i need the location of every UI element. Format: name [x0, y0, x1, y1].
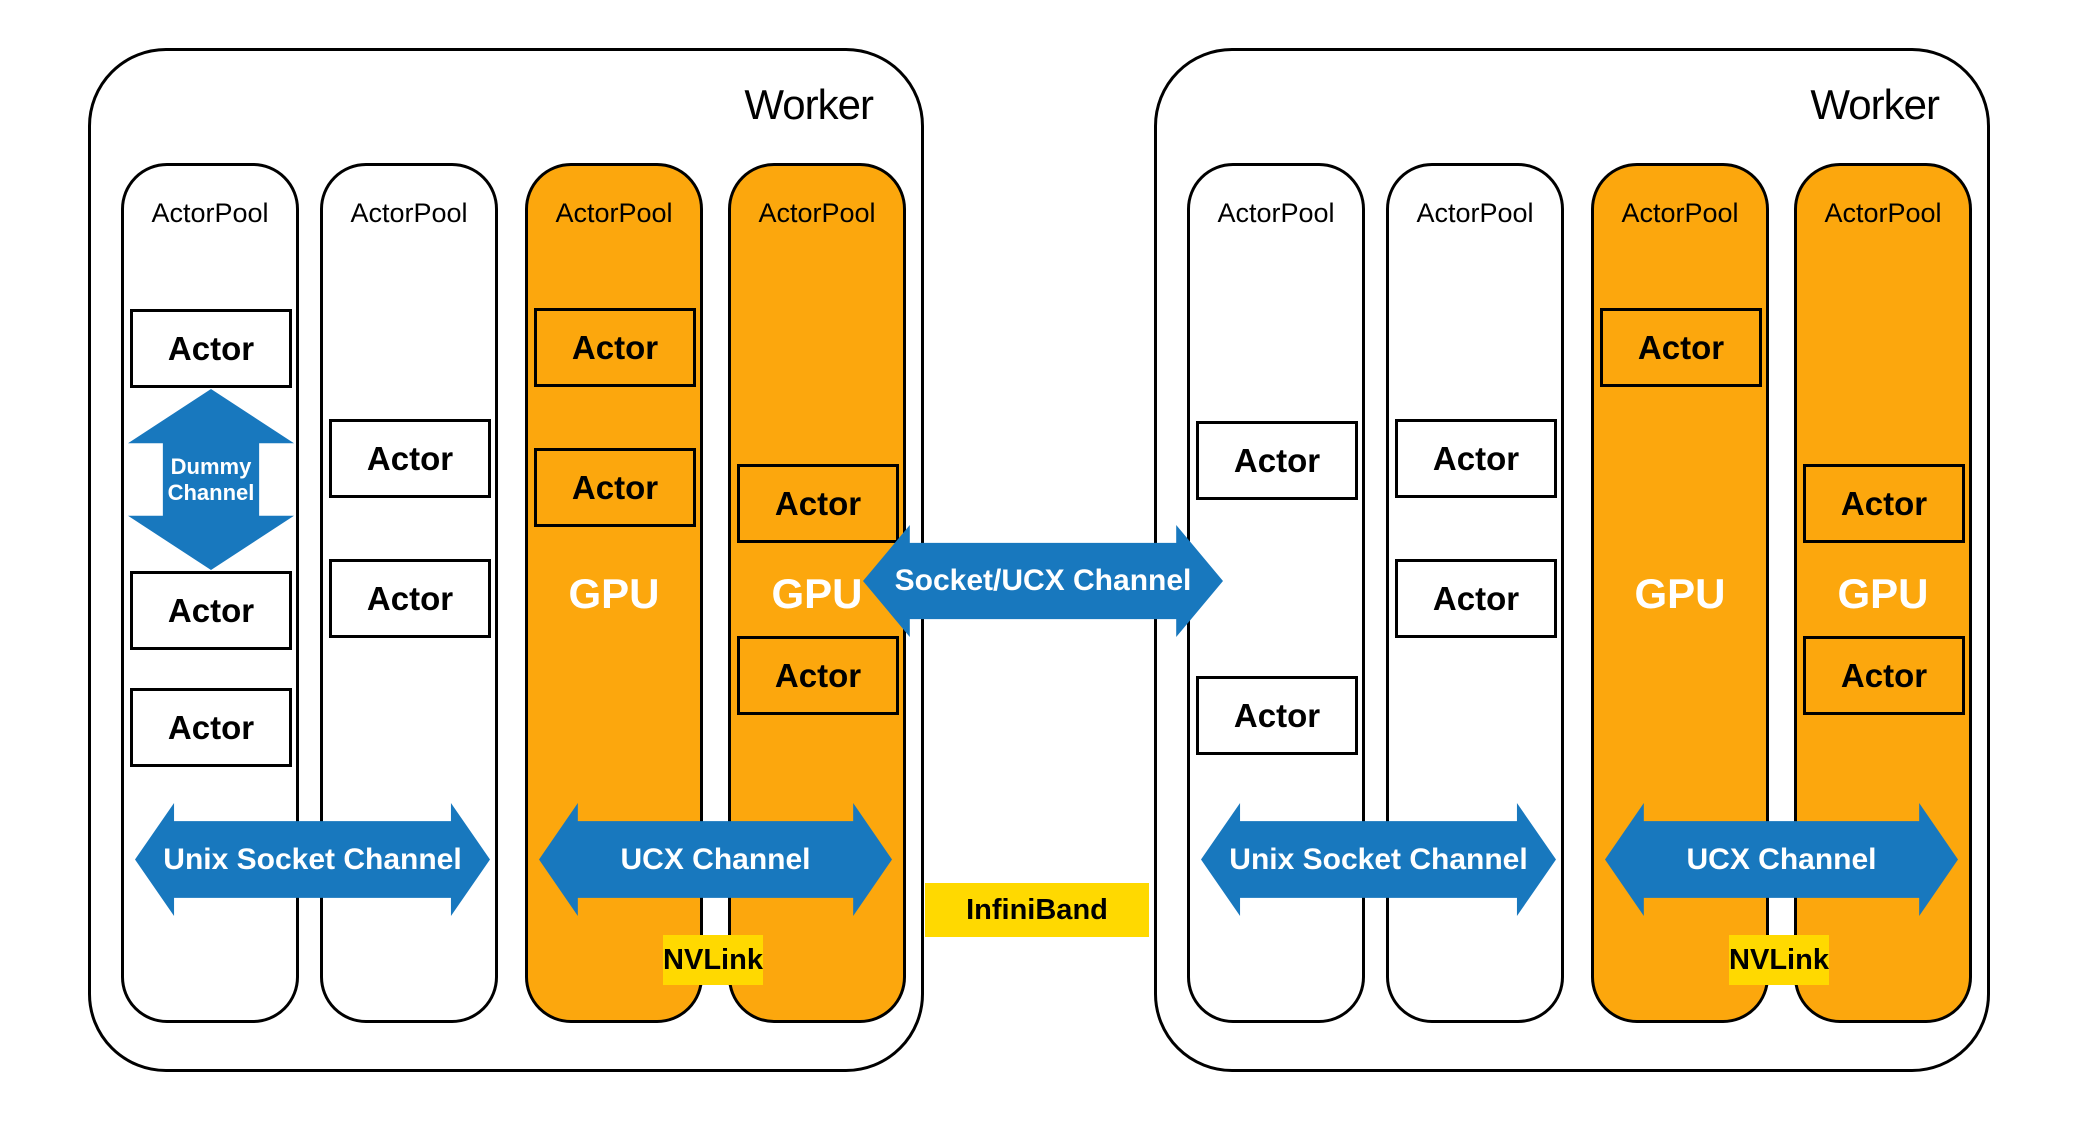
pool-title: ActorPool	[1824, 198, 1942, 228]
unix-socket-channel-label: Unix Socket Channel	[163, 842, 462, 876]
socket-ucx-channel-label: Socket/UCX Channel	[894, 564, 1192, 597]
nvlink-badge: NVLink	[663, 935, 763, 985]
actor-box: Actor	[329, 559, 491, 638]
actor-box: Actor	[130, 571, 292, 650]
ucx-channel-label: UCX Channel	[620, 842, 811, 876]
worker-title: Worker	[1810, 81, 1940, 128]
actor-box: Actor	[329, 419, 491, 498]
pool-title: ActorPool	[350, 198, 468, 228]
pool-title: ActorPool	[555, 198, 673, 228]
actor-box: Actor	[1600, 308, 1762, 387]
gpu-label: GPU	[1837, 570, 1929, 617]
actor-box: Actor	[1395, 419, 1557, 498]
unix-socket-channel-label: Unix Socket Channel	[1229, 842, 1528, 876]
actor-box: Actor	[534, 308, 696, 387]
pool-title: ActorPool	[1217, 198, 1335, 228]
infiniband-bar: InfiniBand	[925, 883, 1149, 937]
gpu-label: GPU	[771, 570, 863, 617]
pool-title: ActorPool	[1416, 198, 1534, 228]
actor-box: Actor	[737, 464, 899, 543]
dummy-channel-label: Dummy Channel	[167, 453, 255, 505]
actor-box: Actor	[1803, 464, 1965, 543]
actor-box: Actor	[130, 688, 292, 767]
actor-box: Actor	[1196, 421, 1358, 500]
unix-socket-channel-arrow: Unix Socket Channel	[135, 803, 490, 916]
actor-box: Actor	[130, 309, 292, 388]
actor-box: Actor	[534, 448, 696, 527]
pool-title: ActorPool	[151, 198, 269, 228]
pool-title: ActorPool	[758, 198, 876, 228]
gpu-label: GPU	[1634, 570, 1726, 617]
ucx-channel-arrow: UCX Channel	[1605, 803, 1958, 916]
ucx-channel-arrow: UCX Channel	[539, 803, 892, 916]
worker-box-right: Worker ActorPool Actor Actor ActorPool A…	[1154, 48, 1990, 1072]
worker-title: Worker	[744, 81, 874, 128]
nvlink-badge: NVLink	[1729, 935, 1829, 985]
pool-title: ActorPool	[1621, 198, 1739, 228]
actor-box: Actor	[1196, 676, 1358, 755]
dummy-channel-arrow: Dummy Channel	[128, 389, 294, 570]
actor-box: Actor	[1803, 636, 1965, 715]
actor-box: Actor	[737, 636, 899, 715]
actor-box: Actor	[1395, 559, 1557, 638]
socket-ucx-channel-arrow: Socket/UCX Channel	[863, 525, 1223, 637]
unix-socket-channel-arrow: Unix Socket Channel	[1201, 803, 1556, 916]
gpu-label: GPU	[568, 570, 660, 617]
worker-box-left: Worker ActorPool Actor Dummy Channel Act…	[88, 48, 924, 1072]
ucx-channel-label: UCX Channel	[1686, 842, 1877, 876]
